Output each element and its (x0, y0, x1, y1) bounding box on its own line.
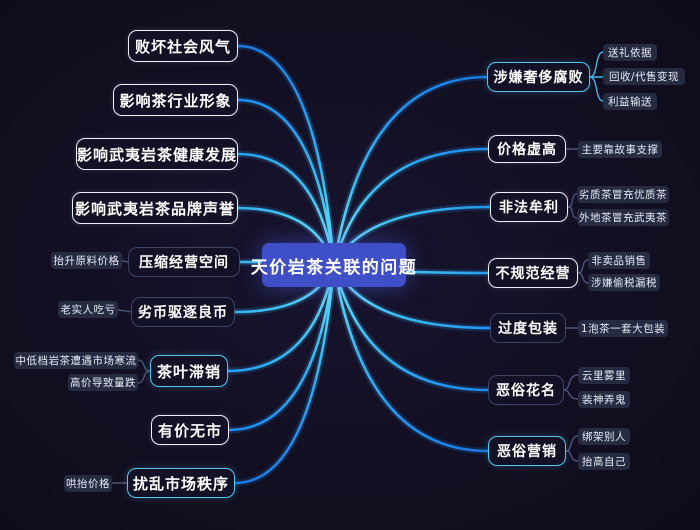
left-branch-market-disorder[interactable]: 扰乱市场秩序 (127, 468, 235, 498)
right-branch-over-packaging[interactable]: 过度包装 (490, 313, 566, 343)
sub-label[interactable]: 非卖品销售 (588, 252, 650, 269)
sub-label[interactable]: 外地茶冒充武夷茶 (577, 209, 669, 226)
left-branch-unsold-tea[interactable]: 茶叶滞销 (150, 355, 228, 387)
left-branch-tea-industry-image[interactable]: 影响茶行业形象 (113, 84, 238, 116)
left-branch-corrupt-social-mores[interactable]: 败坏社会风气 (128, 30, 238, 62)
right-branch-vulgar-marketing[interactable]: 恶俗营销 (488, 436, 566, 466)
sub-label[interactable]: 装神弄鬼 (578, 391, 630, 408)
sub-label[interactable]: 老实人吃亏 (58, 301, 118, 318)
sub-connectors (111, 148, 589, 484)
sub-label[interactable]: 抬升原料价格 (51, 252, 122, 269)
sub-label[interactable]: 云里雾里 (578, 367, 630, 384)
left-branch-wuyi-tea-brand-reputation[interactable]: 影响武夷岩茶品牌声誉 (72, 192, 238, 224)
right-branch-luxury-corruption[interactable]: 涉嫌奢侈腐败 (487, 62, 590, 92)
sub-label[interactable]: 回收/代售变现 (603, 68, 685, 85)
right-branch-illegal-profit[interactable]: 非法牟利 (490, 192, 568, 222)
sub-label[interactable]: 哄抬价格 (64, 475, 112, 492)
main-connectors (226, 44, 492, 485)
sub-label[interactable]: 1泡茶一套大包装 (578, 320, 668, 337)
sub-label[interactable]: 劣质茶冒充优质茶 (577, 186, 669, 203)
sub-label[interactable]: 利益输送 (603, 93, 657, 110)
sub-connectors-cyan (589, 51, 604, 102)
sub-label[interactable]: 涉嫌偷税漏税 (588, 274, 660, 291)
sub-label[interactable]: 绑架别人 (578, 428, 630, 445)
central-topic-node[interactable]: 天价岩茶关联的问题 (251, 243, 416, 287)
right-branch-irregular-operation[interactable]: 不规范经营 (488, 258, 578, 288)
sub-label[interactable]: 中低档岩茶遭遇市场寒流 (14, 352, 138, 369)
sub-label[interactable]: 送礼依据 (603, 44, 657, 61)
left-branch-price-without-market[interactable]: 有价无市 (151, 415, 229, 445)
sub-label[interactable]: 高价导致量跌 (68, 374, 138, 391)
left-branch-bad-money-drives-out-good[interactable]: 劣币驱逐良币 (131, 297, 235, 327)
left-branch-squeezed-business-space[interactable]: 压缩经营空间 (128, 247, 240, 277)
sub-label[interactable]: 主要靠故事支撑 (578, 141, 662, 158)
sub-label[interactable]: 抬高自己 (578, 453, 630, 470)
left-branch-wuyi-tea-healthy-development[interactable]: 影响武夷岩茶健康发展 (76, 138, 238, 170)
right-branch-vulgar-names[interactable]: 恶俗花名 (488, 375, 564, 405)
right-branch-inflated-price[interactable]: 价格虚高 (488, 135, 566, 163)
